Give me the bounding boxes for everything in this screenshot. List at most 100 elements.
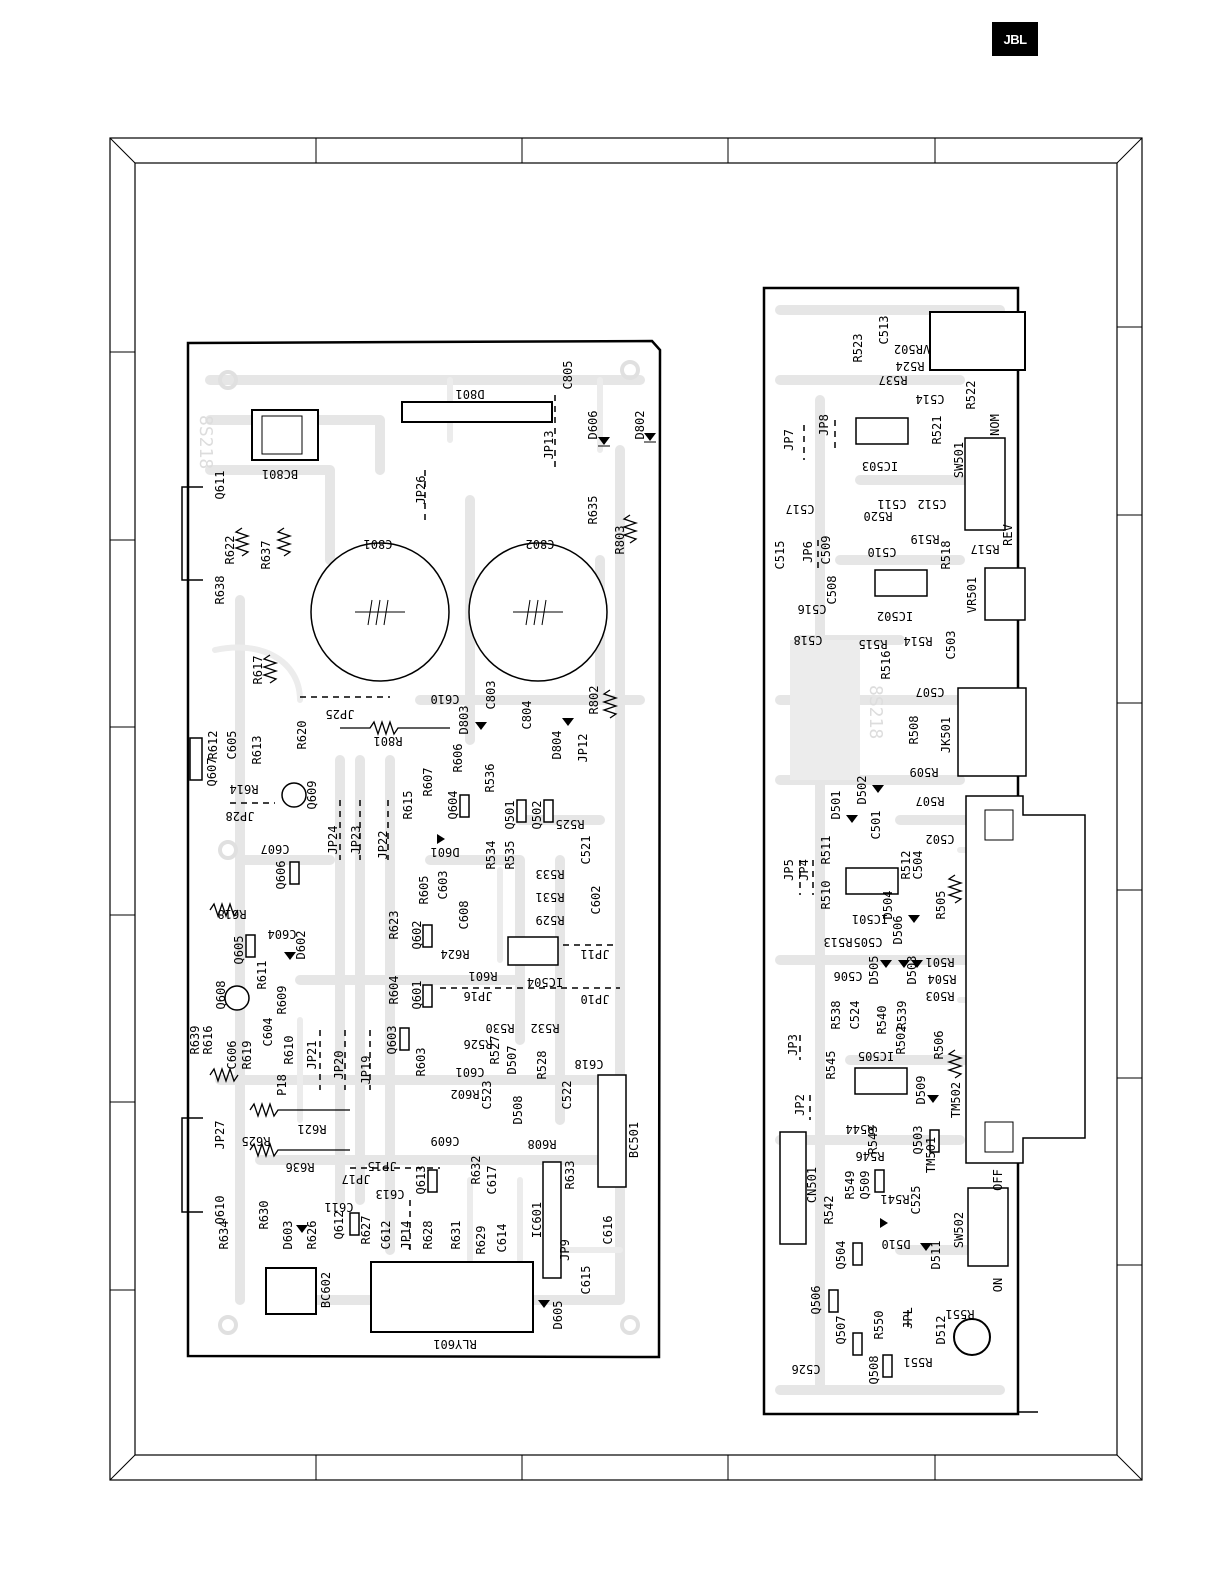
right-label-r546: R546 (856, 1149, 885, 1163)
left-label-d508: D508 (511, 1096, 525, 1125)
left-label-c613: C613 (376, 1187, 405, 1201)
bc501-connector (597, 1074, 627, 1188)
left-label-r615: R615 (401, 791, 415, 820)
left-label-r633: R633 (563, 1161, 577, 1190)
left-label-jp13: JP13 (542, 431, 556, 460)
left-label-r611: R611 (255, 961, 269, 990)
left-label-r605: R605 (417, 876, 431, 905)
left-label-jp14: JP14 (399, 1221, 413, 1250)
left-label-r801: R801 (374, 734, 403, 748)
right-label-ic505: IC505 (858, 1049, 894, 1063)
right-label-rev: REV (1001, 524, 1015, 546)
right-label-c516: C516 (798, 602, 827, 616)
right-label-r520: R520 (864, 509, 893, 523)
left-label-jp12: JP12 (576, 734, 590, 763)
left-label-jp15: JP15 (368, 1159, 397, 1173)
left-label-jp26: JP26 (414, 476, 428, 505)
left-label-r625: R625 (242, 1134, 271, 1148)
left-label-jp19: JP19 (359, 1056, 373, 1085)
right-label-r504: R504 (928, 972, 957, 986)
left-label-d602: D602 (294, 931, 308, 960)
left-label-r526: R526 (464, 1037, 493, 1051)
left-label-c602: C602 (589, 886, 603, 915)
right-label-c506: C506 (834, 969, 863, 983)
right-label-r516: R516 (879, 651, 893, 680)
left-label-r636: R636 (286, 1160, 315, 1174)
left-label-d606: D606 (586, 411, 600, 440)
right-label-sw502: SW502 (952, 1212, 966, 1248)
d512-led (953, 1318, 991, 1356)
left-label-c617: C617 (485, 1166, 499, 1195)
left-label-r635: R635 (586, 496, 600, 525)
right-label-sw501: SW501 (952, 442, 966, 478)
left-label-r534: R534 (484, 841, 498, 870)
ic501-chip (845, 867, 899, 895)
left-label-r634: R634 (217, 1221, 231, 1250)
right-label-jp7: JP7 (782, 429, 796, 451)
left-label-r628: R628 (421, 1221, 435, 1250)
right-label-ic501: IC501 (852, 912, 888, 926)
left-label-q611: Q611 (213, 471, 227, 500)
right-label-c526: C526 (792, 1362, 821, 1376)
right-label-r503: R503 (926, 989, 955, 1003)
left-label-q608: Q608 (214, 981, 228, 1010)
right-label-vr501: VR501 (965, 577, 979, 613)
right-label-d512: D512 (934, 1316, 948, 1345)
left-label-c803: C803 (484, 681, 498, 710)
right-label-off: OFF (991, 1169, 1005, 1191)
left-label-c609: C609 (431, 1134, 460, 1148)
right-label-q506: Q506 (809, 1286, 823, 1315)
left-label-r535: R535 (503, 841, 517, 870)
left-label-d601: D601 (431, 845, 460, 859)
left-label-c522: C522 (560, 1081, 574, 1110)
left-label-r532: R532 (531, 1021, 560, 1035)
left-label-r529: R529 (536, 913, 565, 927)
left-label-bc801: BC801 (262, 467, 298, 481)
right-label-c505: C505 (854, 935, 883, 949)
right-label-c514: C514 (916, 392, 945, 406)
left-small-transistors (245, 794, 554, 1236)
right-label-c504: C504 (911, 851, 925, 880)
left-heatsink-outlines (181, 486, 203, 1213)
right-board-traces: 8S218 (775, 305, 1018, 1395)
right-label-c517: C517 (786, 502, 815, 516)
right-label-q509: Q509 (858, 1171, 872, 1200)
left-resistors (209, 514, 639, 1159)
right-label-jk501: JK501 (939, 717, 953, 753)
ic504-chip (507, 936, 559, 966)
left-label-r607: R607 (421, 768, 435, 797)
right-label-cn501: CN501 (805, 1167, 819, 1203)
drawing-frame (109, 137, 1143, 1481)
right-label-c510: C510 (868, 545, 897, 559)
left-label-c612: C612 (379, 1221, 393, 1250)
vr501-pot (984, 567, 1026, 621)
right-label-r542: R542 (822, 1196, 836, 1225)
left-label-d804: D804 (550, 731, 564, 760)
q608-transistor (224, 985, 250, 1011)
left-label-r620: R620 (295, 721, 309, 750)
right-label-c513: C513 (877, 316, 891, 345)
left-label-c618: C618 (575, 1057, 604, 1071)
c802-capacitor (468, 542, 608, 682)
svg-text:8S218: 8S218 (865, 685, 886, 739)
left-label-q602: Q602 (410, 921, 424, 950)
left-label-r613: R613 (250, 736, 264, 765)
left-label-d801: D801 (456, 387, 485, 401)
right-label-d506: D506 (891, 916, 905, 945)
left-label-c603: C603 (436, 871, 450, 900)
right-label-ic503: IC503 (862, 459, 898, 473)
left-label-r604: R604 (387, 976, 401, 1005)
right-label-c518: C518 (794, 633, 823, 647)
right-label-r524: R524 (896, 359, 925, 373)
left-label-r533: R533 (536, 867, 565, 881)
right-label-r539: R539 (895, 1001, 909, 1030)
left-label-ic504: IC504 (527, 975, 563, 989)
left-label-r608: R608 (528, 1137, 557, 1151)
right-label-r508: R508 (907, 716, 921, 745)
right-label-r510: R510 (819, 881, 833, 910)
jbl-logo: JBL (992, 22, 1038, 56)
right-label-r549: R549 (843, 1171, 857, 1200)
left-label-jp21: JP21 (305, 1041, 319, 1070)
right-label-r551: R551 (904, 1355, 933, 1369)
d801-bridge (401, 401, 553, 423)
